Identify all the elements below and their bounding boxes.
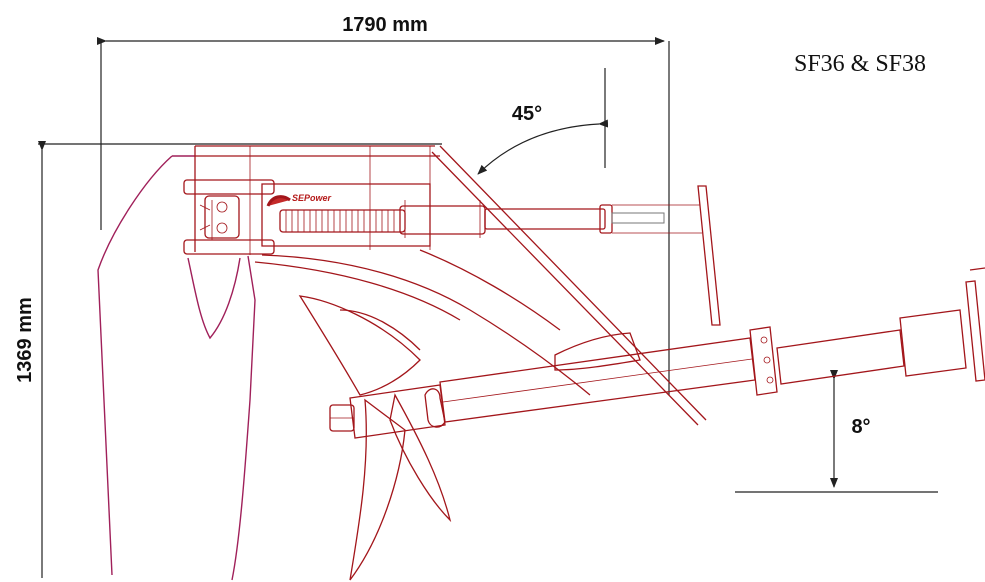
bracket-upper-arm xyxy=(183,179,275,195)
housing-lower-curve-inner xyxy=(254,261,461,321)
propeller-blade-rear xyxy=(389,393,452,523)
shaft-tube-centerline xyxy=(442,358,753,403)
housing-lower-curve xyxy=(261,254,591,396)
strut-edge-2 xyxy=(431,151,699,426)
clevis-hole-bottom xyxy=(216,222,228,234)
flange-plate xyxy=(612,185,721,326)
boat-hull xyxy=(97,155,256,581)
bracket-lower-arm xyxy=(183,239,275,255)
strut-edge-1 xyxy=(439,145,707,421)
height-label: 1369 mm xyxy=(14,297,36,383)
coupling-bolt-3 xyxy=(766,376,774,384)
hull-bow-line xyxy=(97,155,173,576)
propeller-blade-lower xyxy=(349,398,406,581)
cylinder-threaded-body xyxy=(279,209,406,233)
shaft-fairing xyxy=(554,332,641,371)
logo-swoosh-icon xyxy=(266,195,291,207)
housing-lower-curve-2 xyxy=(419,249,561,331)
cylinder-piston-rod xyxy=(611,212,665,224)
propeller-blade-upper-inner xyxy=(339,309,421,351)
propeller-collar xyxy=(424,388,446,428)
engine-flange xyxy=(965,280,985,382)
angled-strut xyxy=(431,145,707,426)
clevis-pin xyxy=(204,195,240,239)
model-title: SF36 & SF38 xyxy=(794,51,926,77)
cylinder-rod-tube xyxy=(484,208,606,230)
angle-8-dimension: 8° xyxy=(735,370,938,493)
shaft-tube xyxy=(439,267,985,423)
coupling-bolt-2 xyxy=(763,356,771,364)
shaft-coupling xyxy=(749,326,778,396)
hydraulic-cylinder: SEPower xyxy=(266,193,665,238)
coupling-bolt-1 xyxy=(760,336,768,344)
cylinder-sleeve xyxy=(399,205,486,235)
height-dimension: 1369 mm xyxy=(14,141,442,578)
transom-line xyxy=(231,255,256,581)
propeller xyxy=(298,295,452,581)
drive-shaft xyxy=(776,329,905,385)
width-dimension: 1790 mm xyxy=(97,14,670,395)
angle-45-arc xyxy=(477,119,609,175)
flange-plate-outline xyxy=(697,185,721,326)
clevis-hole-top xyxy=(216,201,228,213)
shaft-tube-body xyxy=(439,337,756,423)
transom-bracket xyxy=(183,145,591,396)
angle-45-dimension: 45° xyxy=(477,68,609,175)
angle-45-label: 45° xyxy=(512,103,542,125)
angle-8-label: 8° xyxy=(851,416,870,438)
clevis-detail xyxy=(199,200,213,240)
logo-text: SEPower xyxy=(292,193,332,203)
cylinder-threads xyxy=(285,210,401,232)
drive-bearing xyxy=(899,309,967,377)
cylinder-housing xyxy=(261,183,431,247)
width-label: 1790 mm xyxy=(342,14,428,36)
propeller-blade-upper xyxy=(298,295,421,396)
engine-flange-top xyxy=(969,267,985,271)
hull-keel-fin xyxy=(187,257,241,340)
propeller-hub xyxy=(349,384,446,439)
